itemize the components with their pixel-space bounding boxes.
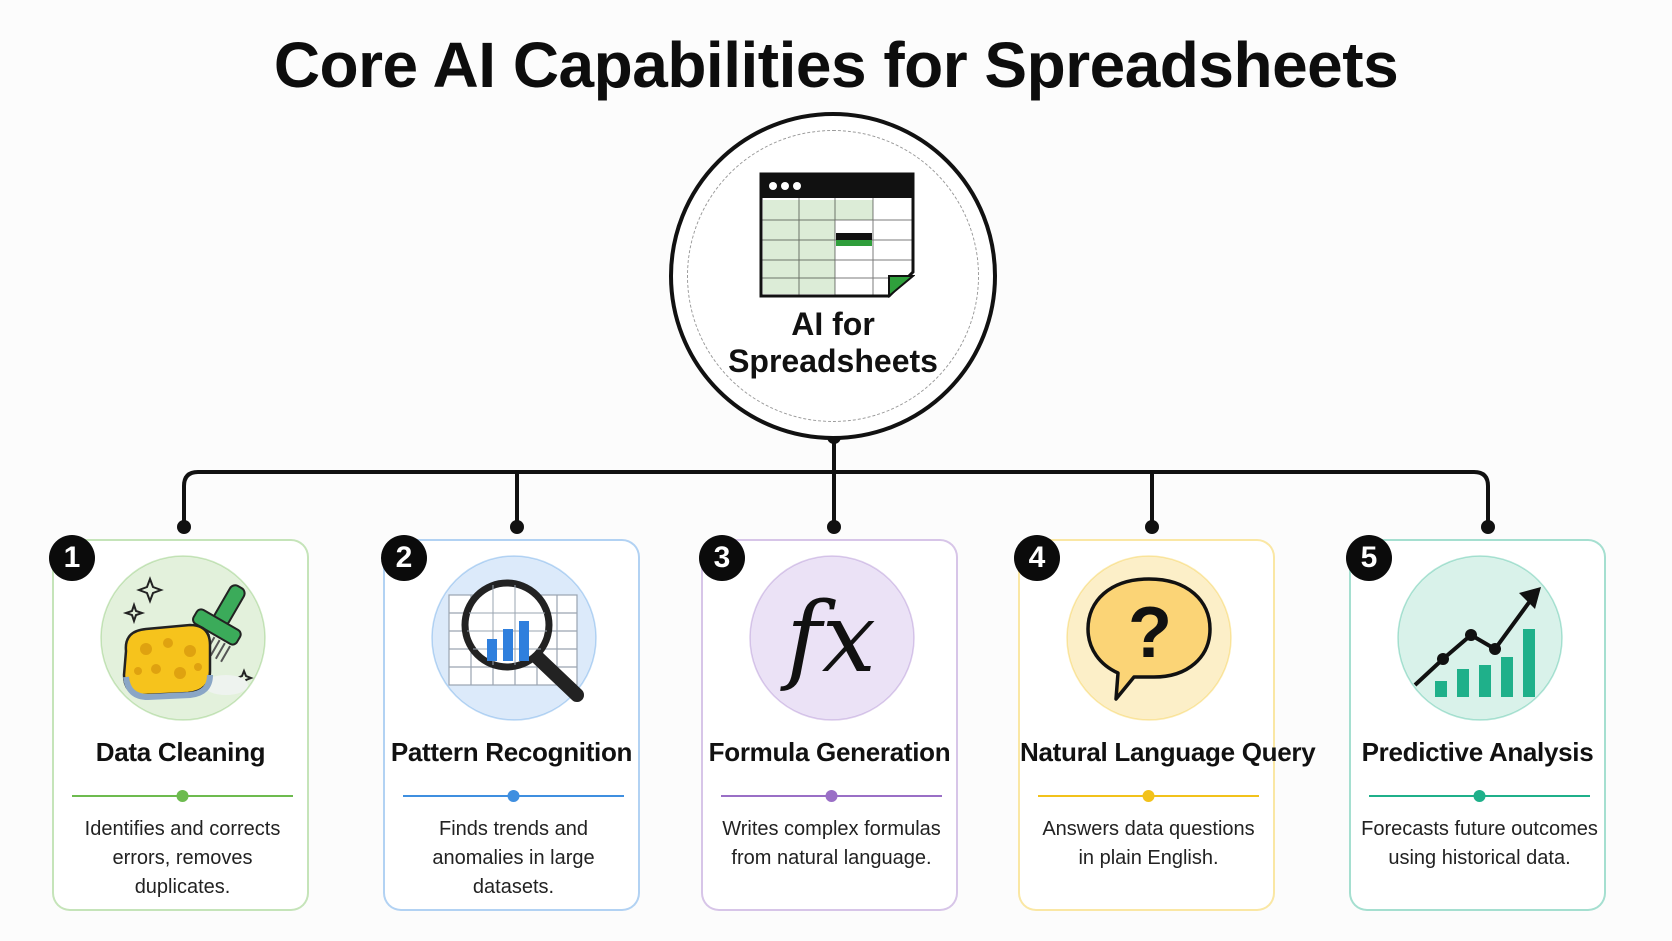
- card-data-cleaning: Data Cleaning Identifies and corrects er…: [52, 539, 309, 911]
- card-description-line1: Forecasts future outcomes: [1361, 818, 1598, 840]
- card-divider: [1038, 790, 1259, 802]
- card-description-line1: Writes complex formulas: [722, 818, 941, 840]
- trend-chart-icon: [1397, 555, 1563, 721]
- card-description-line1: Finds trends and: [439, 818, 588, 840]
- question-mark-text: ?: [1128, 593, 1172, 673]
- speech-question-icon: ?: [1066, 555, 1232, 721]
- card-description-line2: using historical data.: [1388, 847, 1571, 869]
- fx-icon-text: fx: [780, 582, 876, 694]
- card-title: Predictive Analysis: [1361, 737, 1594, 767]
- card-description: Finds trends and anomalies in large data…: [393, 815, 634, 902]
- hub-label-line1: AI for: [791, 306, 875, 342]
- card-description-line2: anomalies in large datasets.: [432, 847, 595, 898]
- sponge-brush-icon: [100, 555, 266, 721]
- card-formula-generation: fx Formula Generation Writes complex for…: [701, 539, 958, 911]
- card-description: Writes complex formulas from natural lan…: [711, 815, 952, 873]
- card-divider: [403, 790, 624, 802]
- card-title: Pattern Recognition: [390, 737, 633, 767]
- hub-label: AI for Spreadsheets: [673, 306, 993, 380]
- card-description: Identifies and corrects errors, removes …: [62, 815, 303, 902]
- card-divider: [72, 790, 293, 802]
- card-pattern-recognition: Pattern Recognition Finds trends and ano…: [383, 539, 640, 911]
- magnifier-chart-icon: [431, 555, 597, 721]
- card-number-badge: 5: [1346, 535, 1392, 581]
- card-description-line2: from natural language.: [731, 847, 932, 869]
- card-description: Forecasts future outcomes using historic…: [1359, 815, 1600, 873]
- card-number-badge: 2: [381, 535, 427, 581]
- card-number-badge: 4: [1014, 535, 1060, 581]
- card-title: Data Cleaning: [95, 737, 266, 767]
- card-title: Formula Generation: [708, 737, 951, 767]
- central-hub: AI for Spreadsheets: [669, 112, 997, 440]
- card-description-line2: errors, removes duplicates.: [112, 847, 253, 898]
- card-description-line2: in plain English.: [1078, 847, 1219, 869]
- page-title: Core AI Capabilities for Spreadsheets: [273, 29, 1399, 101]
- card-number-badge: 1: [49, 535, 95, 581]
- card-description-line1: Identifies and corrects: [84, 818, 281, 840]
- hub-dashed-ring: [687, 130, 979, 422]
- hub-label-line2: Spreadsheets: [728, 343, 938, 379]
- card-number-badge: 3: [699, 535, 745, 581]
- spreadsheet-icon: [759, 172, 915, 298]
- fx-icon: fx: [749, 555, 915, 721]
- card-title: Natural Language Query: [1020, 737, 1316, 767]
- card-predictive-analysis: Predictive Analysis Forecasts future out…: [1349, 539, 1606, 911]
- card-divider: [1369, 790, 1590, 802]
- card-description: Answers data questions in plain English.: [1028, 815, 1269, 873]
- card-natural-language-query: ? Natural Language Query Answers data qu…: [1018, 539, 1316, 911]
- card-description-line1: Answers data questions: [1042, 818, 1255, 840]
- card-divider: [721, 790, 942, 802]
